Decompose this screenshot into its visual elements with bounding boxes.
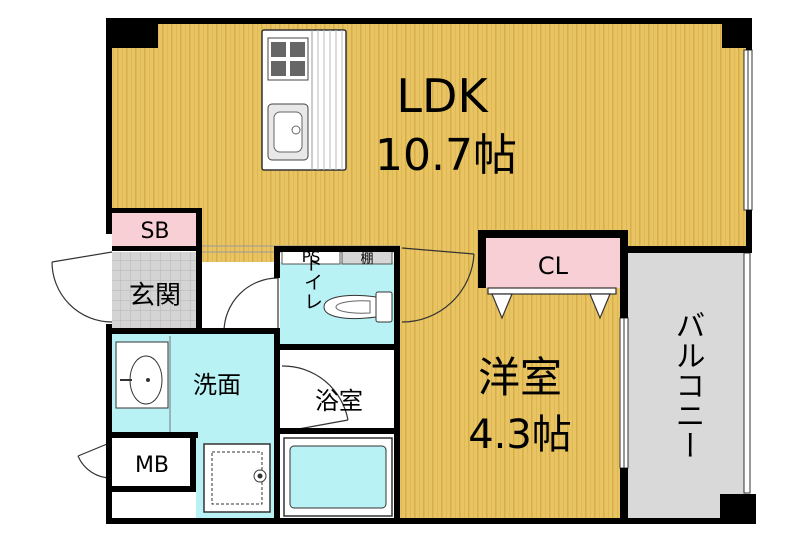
western-room-size-label: 4.3帖 bbox=[468, 412, 572, 458]
toilet-fixture-icon bbox=[323, 291, 393, 323]
ldk-size-label: 10.7帖 bbox=[375, 130, 517, 181]
bathroom-label: 浴室 bbox=[315, 387, 363, 415]
toilet-door bbox=[223, 276, 279, 333]
balcony-floor bbox=[628, 253, 746, 519]
closet-floor bbox=[484, 236, 624, 288]
toilet-label: トイレ bbox=[301, 254, 323, 311]
western-room-label: 洋室 bbox=[478, 353, 562, 402]
western-room-door bbox=[401, 247, 475, 323]
sink-icon bbox=[267, 103, 309, 161]
meter-box-floor bbox=[112, 438, 192, 488]
kitchen-counter bbox=[261, 29, 347, 171]
walls bbox=[106, 18, 756, 524]
washroom-label: 洗面 bbox=[193, 371, 241, 399]
bathtub-icon bbox=[283, 437, 393, 517]
corridor-floor bbox=[200, 262, 276, 332]
shoebox-label: SB bbox=[140, 219, 169, 244]
meter-box-label: MB bbox=[135, 453, 169, 478]
closet-label: CL bbox=[538, 252, 569, 280]
washbasin-icon bbox=[115, 341, 169, 409]
pipe-space-label: PS bbox=[302, 248, 321, 266]
washer-pan-icon bbox=[203, 443, 271, 513]
ldk-label: LDK bbox=[396, 69, 489, 123]
entrance-floor bbox=[112, 252, 198, 330]
shoebox-floor bbox=[112, 212, 198, 246]
ldk-floor bbox=[112, 22, 752, 262]
entrance-door bbox=[51, 251, 113, 323]
entrance-label: 玄関 bbox=[129, 281, 181, 311]
shelf-label: 棚 bbox=[360, 252, 373, 267]
balcony-rail bbox=[743, 252, 751, 494]
balcony-label: バルコニー bbox=[670, 310, 705, 460]
labels: LDK 10.7帖 洋室 4.3帖 CL バルコニー SB 玄関 PS 棚 トイ… bbox=[129, 69, 705, 478]
closet-shelves bbox=[487, 287, 617, 320]
stove-icon bbox=[267, 37, 309, 81]
